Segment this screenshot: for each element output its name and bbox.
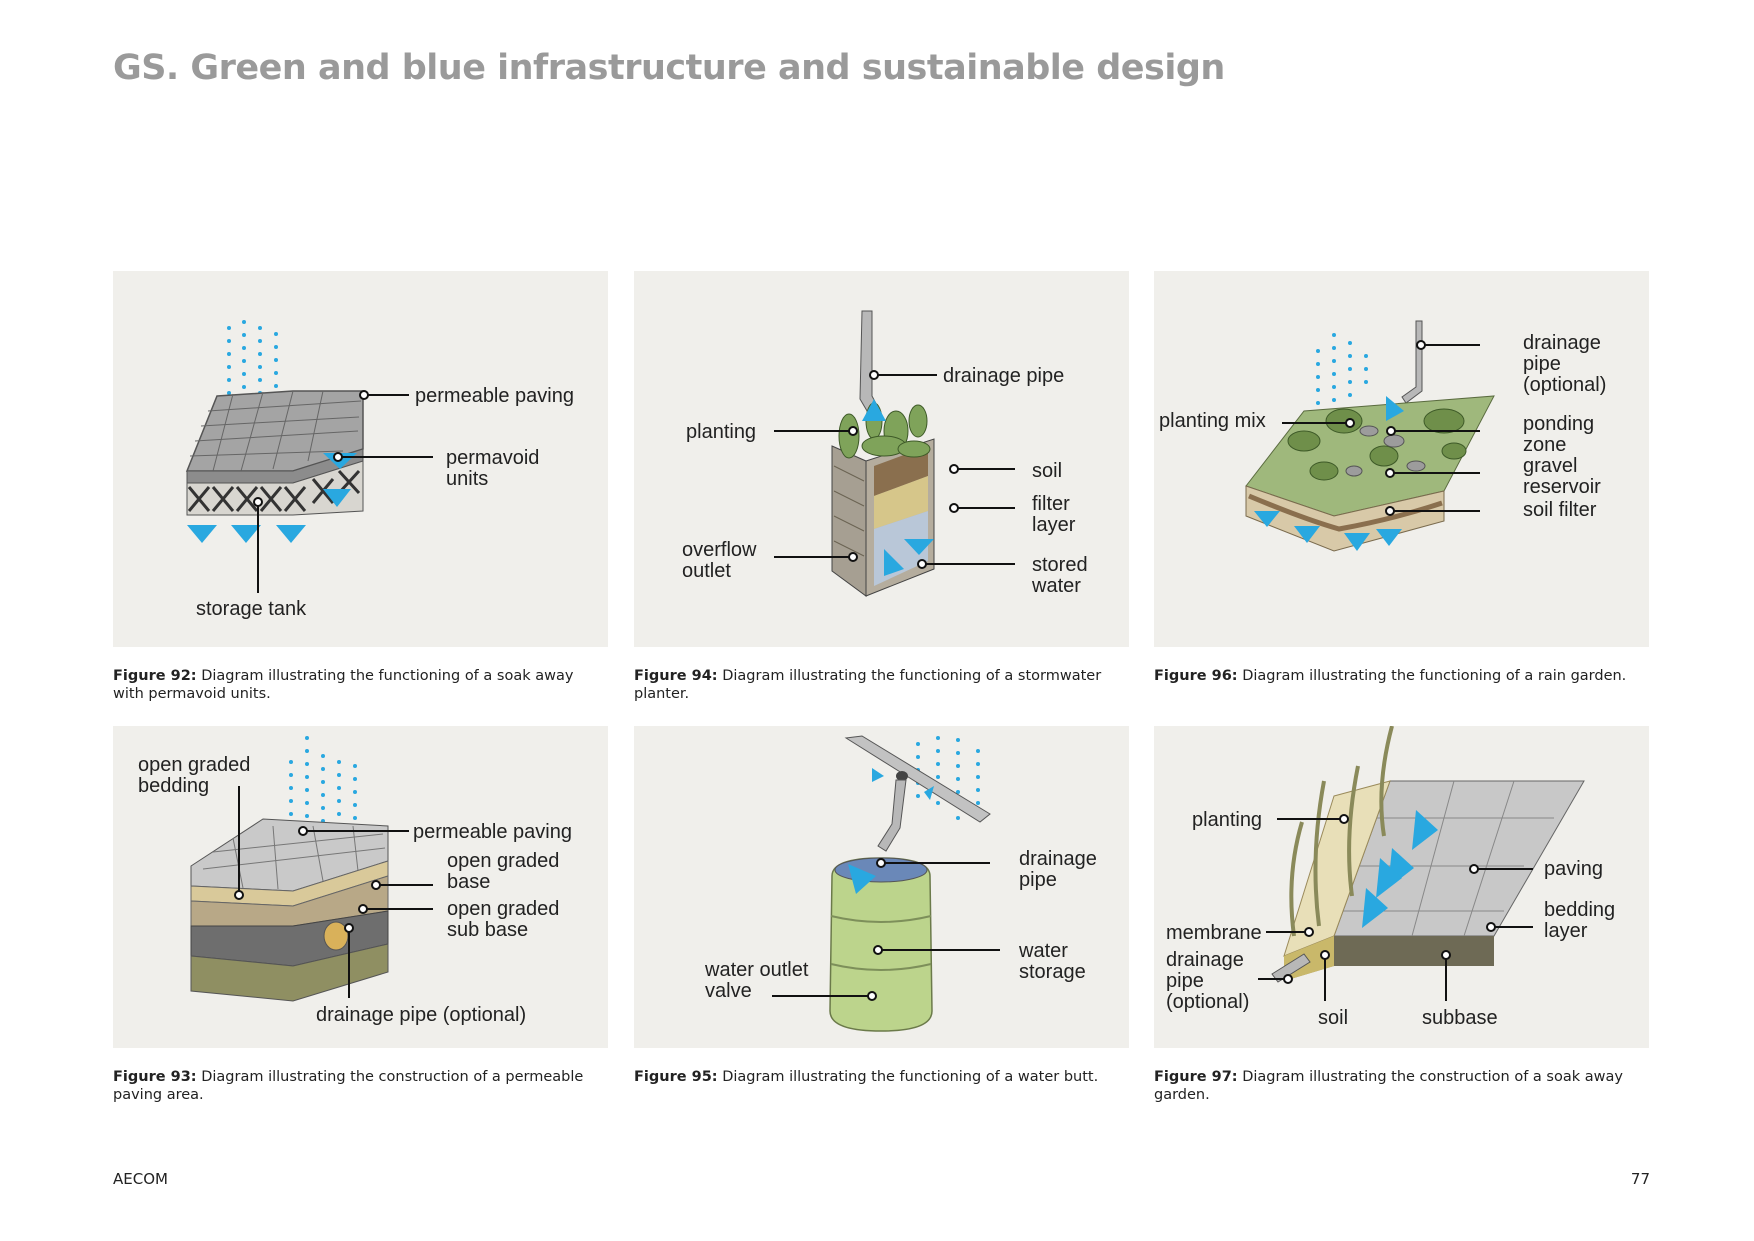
label-pipe: pipe <box>1166 970 1204 992</box>
label-sub-base: sub base <box>447 919 528 941</box>
figure-97-caption: Figure 97: Diagram illustrating the cons… <box>1154 1068 1649 1104</box>
label-ponding: ponding <box>1523 413 1594 435</box>
label-water: water <box>1031 575 1081 597</box>
label-subbase: subbase <box>1422 1007 1498 1029</box>
label-drainage-pipe: drainage pipe (optional) <box>316 1004 526 1026</box>
figure-94-diagram: drainage pipe planting soil filter layer… <box>634 271 1129 647</box>
caption-text: Diagram illustrating the construction of… <box>113 1069 584 1103</box>
page-number: 77 <box>1630 1170 1650 1188</box>
figure-93-caption: Figure 93: Diagram illustrating the cons… <box>113 1068 608 1104</box>
label-permeable-paving: permeable paving <box>413 821 572 843</box>
caption-label: Figure 92: <box>113 668 197 684</box>
label-drainage: drainage <box>1019 848 1097 870</box>
label-soil: soil <box>1032 460 1062 482</box>
label-overflow: overflow <box>682 539 757 561</box>
caption-label: Figure 96: <box>1154 668 1238 684</box>
label-reservoir: reservoir <box>1523 476 1601 498</box>
label-open-graded-base: open graded <box>447 850 559 872</box>
caption-text: Diagram illustrating the functioning of … <box>113 668 574 702</box>
label-drainage: drainage <box>1523 332 1601 354</box>
caption-label: Figure 97: <box>1154 1069 1238 1085</box>
label-storage: storage <box>1019 961 1086 983</box>
label-base: base <box>447 871 490 893</box>
label-pipe: pipe <box>1523 353 1561 375</box>
label-pipe: pipe <box>1019 869 1057 891</box>
label-planting-mix: planting mix <box>1159 410 1266 432</box>
water-flow-icon <box>848 768 934 894</box>
caption-text: Diagram illustrating the functioning of … <box>634 668 1102 702</box>
figure-96-caption: Figure 96: Diagram illustrating the func… <box>1154 667 1649 685</box>
label-drainage-pipe: drainage pipe <box>943 365 1064 387</box>
label-water-outlet: water outlet <box>704 959 809 981</box>
caption-label: Figure 94: <box>634 668 718 684</box>
label-valve: valve <box>705 980 752 1002</box>
figure-94-caption: Figure 94: Diagram illustrating the func… <box>634 667 1129 703</box>
rain-icon <box>1316 333 1368 405</box>
caption-label: Figure 95: <box>634 1069 718 1085</box>
caption-text: Diagram illustrating the construction of… <box>1154 1069 1623 1103</box>
figure-92-caption: Figure 92: Diagram illustrating the func… <box>113 667 608 703</box>
water-flow-icon <box>862 399 934 576</box>
label-layer: layer <box>1544 920 1588 942</box>
label-storage-tank: storage tank <box>196 598 307 620</box>
label-optional: (optional) <box>1523 374 1606 396</box>
label-open-graded-subbase: open graded <box>447 898 559 920</box>
label-stored: stored <box>1032 554 1088 576</box>
figure-92-diagram: permeable paving permavoid units storage… <box>113 271 608 647</box>
label-filter: filter <box>1032 493 1070 515</box>
label-permavoid: permavoid <box>446 447 539 469</box>
caption-text: Diagram illustrating the functioning of … <box>1237 668 1627 684</box>
label-layer: layer <box>1032 514 1076 536</box>
caption-label: Figure 93: <box>113 1069 197 1085</box>
figure-97-diagram: planting paving membrane bedding layer d… <box>1154 726 1649 1048</box>
label-open-graded: open graded <box>138 754 250 776</box>
label-units: units <box>446 468 488 490</box>
label-bedding: bedding <box>1544 899 1615 921</box>
label-drainage: drainage <box>1166 949 1244 971</box>
caption-text: Diagram illustrating the functioning of … <box>717 1069 1099 1085</box>
label-planting: planting <box>1192 809 1262 831</box>
label-membrane: membrane <box>1166 922 1262 944</box>
figure-93-diagram: open graded bedding permeable paving ope… <box>113 726 608 1048</box>
label-bedding: bedding <box>138 775 209 797</box>
label-soil-filter: soil filter <box>1523 499 1597 521</box>
label-paving: paving <box>1544 858 1603 880</box>
label-soil: soil <box>1318 1007 1348 1029</box>
label-planting: planting <box>686 421 756 443</box>
water-flow-icon <box>1254 396 1404 551</box>
figure-96-diagram: drainage pipe (optional) planting mix po… <box>1154 271 1649 647</box>
label-gravel: gravel <box>1523 455 1577 477</box>
label-permeable-paving: permeable paving <box>415 385 574 407</box>
label-water: water <box>1018 940 1068 962</box>
label-zone: zone <box>1523 434 1566 456</box>
label-outlet: outlet <box>682 560 731 582</box>
page-title: GS. Green and blue infrastructure and su… <box>113 48 1225 88</box>
figure-95-caption: Figure 95: Diagram illustrating the func… <box>634 1068 1129 1086</box>
figure-95-diagram: drainage pipe water storage water outlet… <box>634 726 1129 1048</box>
footer-company: AECOM <box>113 1170 168 1188</box>
water-flow-icon <box>1362 810 1438 928</box>
label-optional: (optional) <box>1166 991 1249 1013</box>
